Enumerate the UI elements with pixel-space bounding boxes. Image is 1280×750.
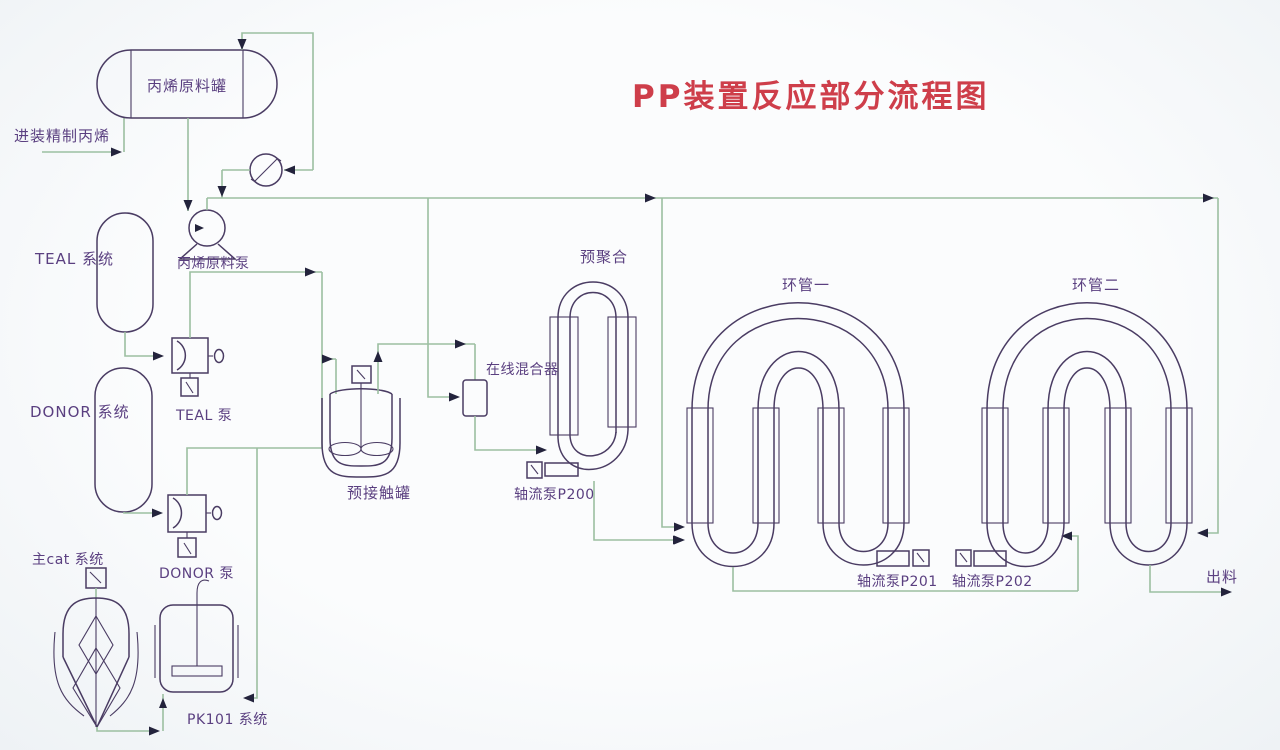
loop-reactor-2-label: 环管二 bbox=[1072, 276, 1120, 294]
feed-tank-label: 丙烯原料罐 bbox=[147, 77, 227, 95]
inline-mixer-body bbox=[462, 379, 488, 417]
donor-tank-label: DONOR 系统 bbox=[30, 403, 130, 421]
loop-reactor-2: 环管二 轴流泵P202 出料 bbox=[952, 276, 1238, 597]
teal-tank-label: TEAL 系统 bbox=[34, 250, 114, 268]
discharge-label: 出料 bbox=[1206, 568, 1238, 586]
pk101-label: PK101 系统 bbox=[187, 712, 268, 728]
prepolymerizer-loop: 预聚合 轴流泵P200 bbox=[514, 248, 684, 545]
axial-pump-p202 bbox=[955, 549, 1007, 567]
precontact-tank-label: 预接触罐 bbox=[347, 484, 411, 502]
cat-vessel bbox=[53, 597, 139, 729]
axial-pump-p201 bbox=[876, 549, 930, 567]
propylene-feed-section: 进装精制丙烯 丙烯原料罐 丙烯原料泵 bbox=[14, 32, 314, 272]
inline-mixer-label: 在线混合器 bbox=[486, 362, 559, 378]
prepolymerizer-label: 预聚合 bbox=[580, 248, 628, 266]
propylene-header-line bbox=[207, 193, 1219, 538]
axial-pump-p202-label: 轴流泵P202 bbox=[952, 574, 1033, 590]
teal-system: TEAL 系统 TEAL 泵 bbox=[34, 212, 323, 424]
pk101-system: PK101 系统 bbox=[154, 579, 268, 728]
donor-tank-vessel bbox=[94, 367, 153, 513]
donor-pump-label: DONOR 泵 bbox=[159, 566, 234, 582]
teal-tank-vessel bbox=[96, 212, 154, 333]
feed-pump bbox=[178, 209, 237, 260]
loop-reactor-1: 环管一 轴流泵P201 bbox=[674, 276, 1079, 592]
diagram-title: PP装置反应部分流程图 bbox=[632, 79, 989, 115]
inline-mixer: 在线混合器 bbox=[462, 362, 559, 455]
axial-pump-p201-label: 轴流泵P201 bbox=[857, 574, 938, 590]
feed-line-label: 进装精制丙烯 bbox=[14, 127, 110, 145]
axial-pump-p200-label: 轴流泵P200 bbox=[514, 487, 595, 503]
cooler-icon bbox=[249, 153, 283, 187]
loop-reactor-1-label: 环管一 bbox=[782, 276, 830, 294]
feed-tank-vessel bbox=[96, 49, 278, 119]
precontact-tank: 预接触罐 bbox=[321, 339, 476, 502]
teal-pump bbox=[171, 337, 225, 397]
axial-pump-p200 bbox=[526, 461, 579, 479]
main-cat-system: 主cat 系统 bbox=[32, 552, 167, 736]
teal-pump-label: TEAL 泵 bbox=[175, 408, 232, 424]
feed-pump-label: 丙烯原料泵 bbox=[177, 256, 250, 272]
cat-system-label: 主cat 系统 bbox=[32, 552, 104, 568]
donor-pump bbox=[167, 494, 223, 558]
donor-system: DONOR 系统 DONOR 泵 bbox=[30, 354, 337, 703]
